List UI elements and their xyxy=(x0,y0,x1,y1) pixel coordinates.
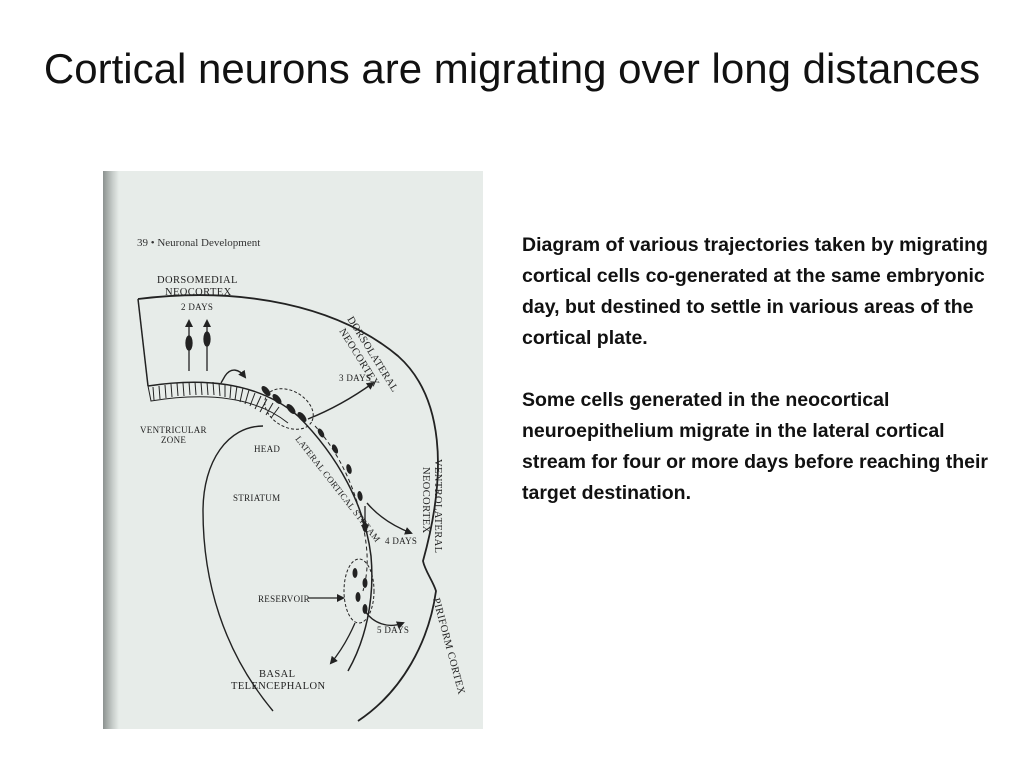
label-striatum: STRIATUM xyxy=(233,493,280,503)
description-paragraph-1: Diagram of various trajectories taken by… xyxy=(522,234,988,349)
label-4-days: 4 DAYS xyxy=(385,536,417,546)
description-text: Diagram of various trajectories taken by… xyxy=(522,230,1002,540)
dorsolateral-arrow xyxy=(307,381,375,420)
label-ventrolateral: VENTROLATERAL xyxy=(432,459,443,553)
piriform-arrow xyxy=(364,610,405,629)
label-ventricular: VENTRICULAR xyxy=(140,425,207,435)
label-2-days: 2 DAYS xyxy=(181,302,213,312)
page-fold-shadow xyxy=(103,171,119,729)
vz-to-stream-arrow xyxy=(220,369,247,384)
basal-arrow xyxy=(329,622,356,665)
label-reservoir: RESERVOIR xyxy=(258,594,310,604)
head-cell-cluster xyxy=(264,388,314,430)
ventricular-zone-hatching xyxy=(147,381,289,424)
slide-title: Cortical neurons are migrating over long… xyxy=(43,45,981,92)
description-paragraph-2: Some cells generated in the neocortical … xyxy=(522,389,988,504)
reservoir-cells xyxy=(352,568,368,614)
striatum-outline xyxy=(202,425,274,712)
label-ventrolateral-neocortex: NEOCORTEX xyxy=(420,467,431,534)
diagram-svg: 39 • Neuronal Development DORSOMEDIAL NE… xyxy=(137,237,467,722)
left-edge-line xyxy=(137,298,149,387)
label-dorsomedial: DORSOMEDIAL xyxy=(157,275,238,286)
lateral-stream-path xyxy=(314,425,368,592)
ventrolateral-arrow xyxy=(366,502,413,535)
migration-diagram: 39 • Neuronal Development DORSOMEDIAL NE… xyxy=(103,171,483,729)
label-dorsomedial-neocortex: NEOCORTEX xyxy=(165,287,232,298)
label-head: HEAD xyxy=(254,444,280,454)
dorsomedial-migration-arrows xyxy=(185,319,211,371)
label-basal-telencephalon: TELENCEPHALON xyxy=(231,681,325,692)
label-ventricular-zone: ZONE xyxy=(161,435,186,445)
figure-caption: 39 • Neuronal Development xyxy=(137,237,260,249)
label-3-days: 3 DAYS xyxy=(339,373,371,383)
reservoir-cluster xyxy=(343,558,375,624)
label-basal: BASAL xyxy=(259,669,295,680)
outer-cortex-outline xyxy=(137,294,439,722)
inner-cortex-outline xyxy=(147,381,373,672)
label-5-days: 5 DAYS xyxy=(377,625,409,635)
label-piriform-cortex: PIRIFORM CORTEX xyxy=(430,597,466,696)
